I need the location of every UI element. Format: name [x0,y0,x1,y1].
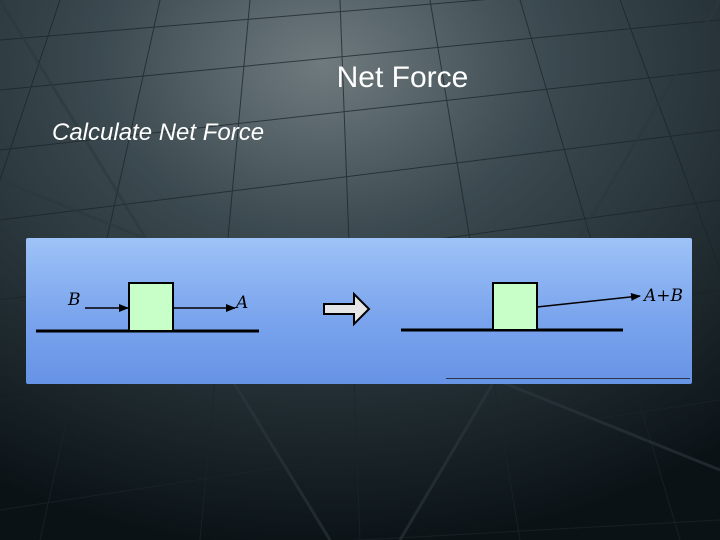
slide-title: Net Force [336,61,469,94]
slide-subtitle: Calculate Net Force [52,119,265,146]
right-block-arrow-icon [323,291,371,327]
resultant-force-label: A+B [642,286,683,306]
box-right [492,282,538,331]
force-label-a: A [234,293,248,313]
resultant-force-arrow [536,292,641,308]
box-left [128,282,174,332]
force-label-b: B [67,290,81,310]
panel-shadow-line [446,378,690,379]
